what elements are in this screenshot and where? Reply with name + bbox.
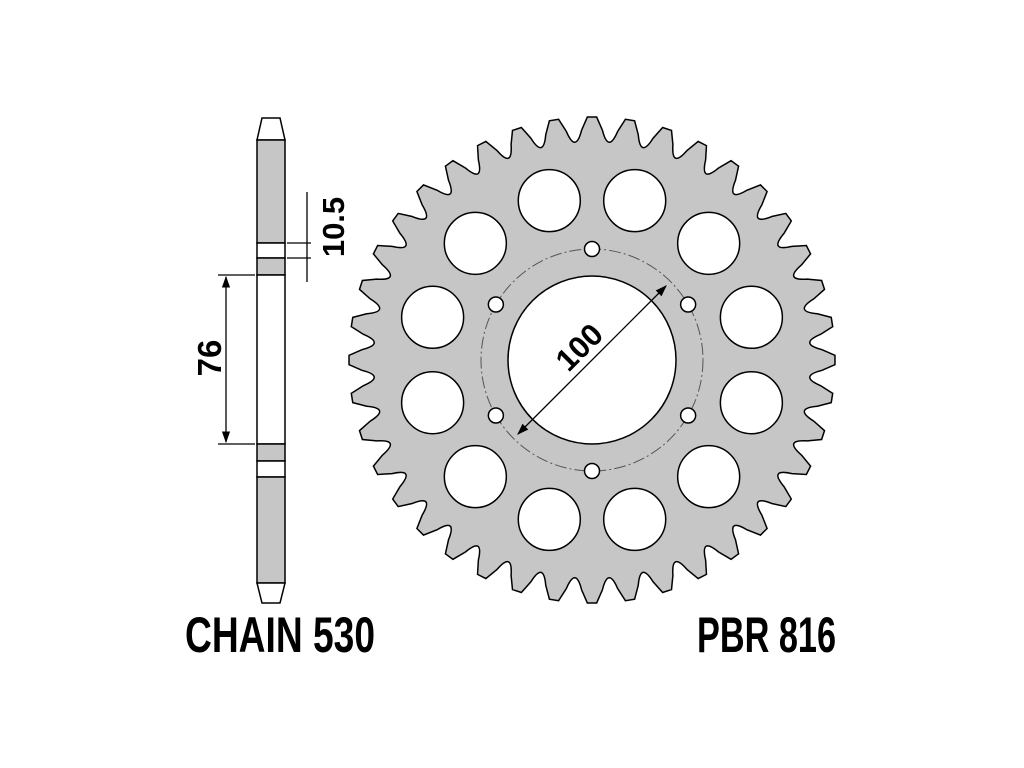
mounting-hole bbox=[487, 407, 505, 424]
lightening-hole bbox=[719, 370, 784, 435]
lightening-hole bbox=[443, 211, 508, 276]
bore-dimension-line bbox=[517, 285, 667, 435]
profile-rim-lower bbox=[256, 476, 286, 584]
lightening-hole bbox=[676, 211, 741, 276]
side-profile-view bbox=[256, 117, 286, 604]
profile-band-upper bbox=[256, 242, 286, 259]
profile-rim-upper bbox=[256, 139, 286, 244]
mounting-hole bbox=[679, 407, 697, 424]
lightening-hole bbox=[400, 370, 465, 435]
profile-web-upper bbox=[256, 257, 286, 276]
offset-dimension: 10.5 bbox=[287, 192, 351, 282]
profile-top-cap bbox=[256, 117, 286, 141]
lightening-hole bbox=[602, 168, 667, 233]
profile-web-lower bbox=[256, 443, 286, 462]
mounting-hole bbox=[583, 240, 601, 258]
chain-label: CHAIN 530 bbox=[185, 607, 375, 663]
part-number-label: PBR 816 bbox=[697, 607, 836, 663]
lightening-hole bbox=[517, 168, 582, 233]
lightening-hole bbox=[443, 444, 508, 509]
lightening-hole bbox=[517, 487, 582, 552]
hub-width-label: 76 bbox=[191, 340, 228, 377]
profile-hub bbox=[256, 274, 286, 445]
mounting-holes bbox=[487, 240, 697, 480]
mounting-hole bbox=[583, 462, 601, 480]
lightening-hole bbox=[676, 444, 741, 509]
mounting-hole bbox=[679, 296, 697, 313]
profile-bottom-cap bbox=[256, 582, 286, 604]
hub-width-dimension: 76 bbox=[191, 274, 255, 445]
offset-dimension-label: 10.5 bbox=[316, 197, 351, 257]
lightening-hole bbox=[719, 285, 784, 350]
lightening-hole bbox=[602, 487, 667, 552]
lightening-hole bbox=[400, 285, 465, 350]
lightening-holes bbox=[400, 168, 784, 552]
mounting-hole bbox=[487, 296, 505, 313]
profile-band-lower bbox=[256, 460, 286, 478]
